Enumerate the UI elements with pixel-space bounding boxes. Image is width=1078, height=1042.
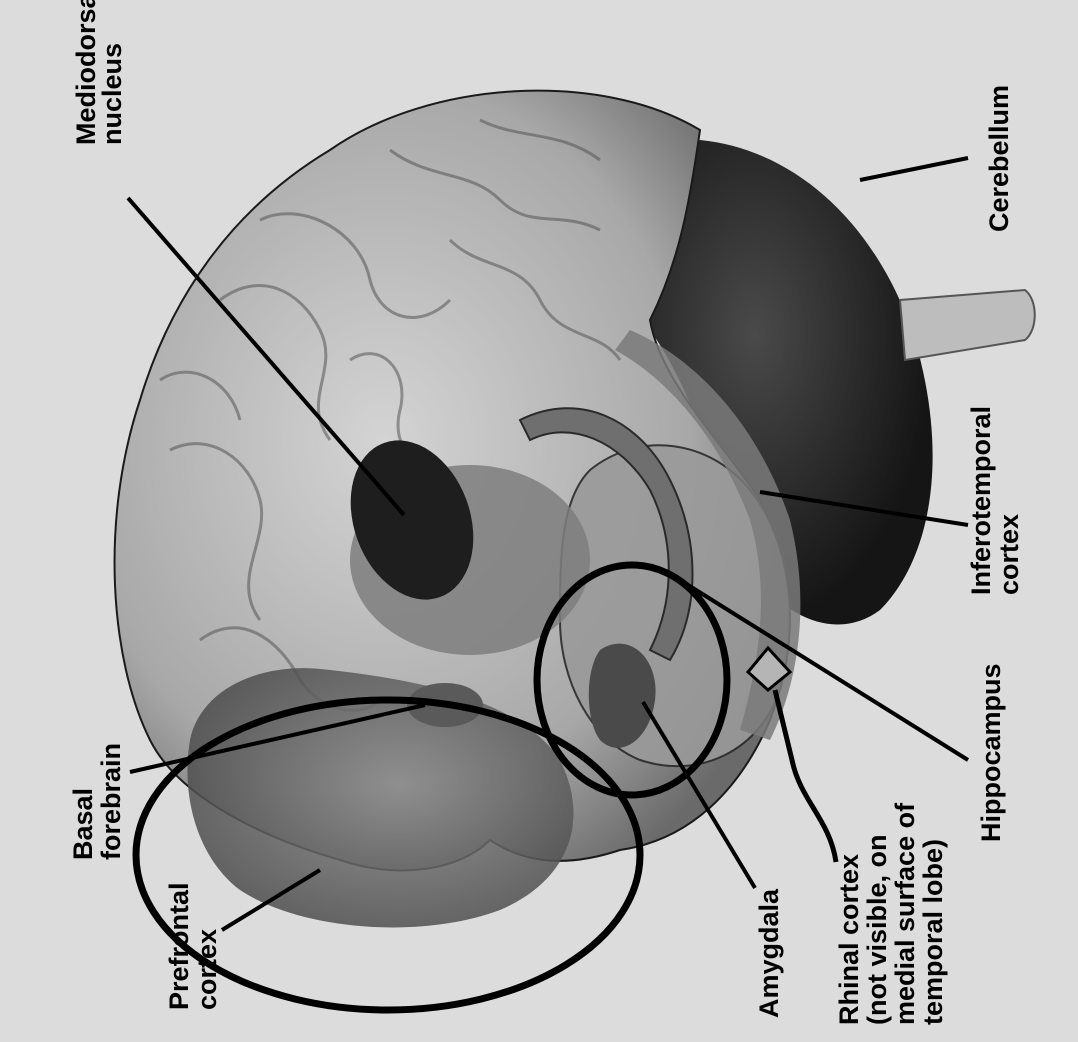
label-hippocampus: Hippocampus (976, 663, 1006, 842)
label-mediodorsal-nucleus: Mediodorsal nucleus (71, 0, 127, 145)
label-inferotemporal-line1: Inferotemporal (966, 406, 996, 595)
label-inferotemporal-cortex: Inferotemporal cortex (966, 406, 1024, 595)
label-prefrontal-line1: Prefrontal (164, 882, 194, 1010)
label-rhinal-line4: temporal lobe) (918, 839, 948, 1025)
label-rhinal-line3: medial surface of (890, 802, 920, 1025)
label-amygdala: Amygdala (754, 888, 784, 1018)
label-basal-forebrain: Basal forebrain (68, 743, 126, 860)
label-cerebellum-line1: Cerebellum (984, 85, 1014, 232)
label-basal-line2: forebrain (96, 743, 126, 860)
brainstem-shape (900, 290, 1035, 360)
label-rhinal-line1: Rhinal cortex (834, 854, 864, 1025)
label-inferotemporal-line2: cortex (994, 514, 1024, 595)
label-hippocampus-line1: Hippocampus (976, 663, 1006, 842)
label-prefrontal-cortex: Prefrontal cortex (164, 882, 222, 1010)
label-mediodorsal-line2: nucleus (97, 43, 127, 145)
label-basal-line1: Basal (68, 788, 98, 860)
label-rhinal-cortex: Rhinal cortex (not visible, on medial su… (834, 802, 948, 1025)
label-prefrontal-line2: cortex (192, 929, 222, 1010)
label-amygdala-line1: Amygdala (754, 888, 784, 1018)
label-cerebellum: Cerebellum (984, 85, 1014, 232)
label-rhinal-line2: (not visible, on (862, 834, 892, 1025)
